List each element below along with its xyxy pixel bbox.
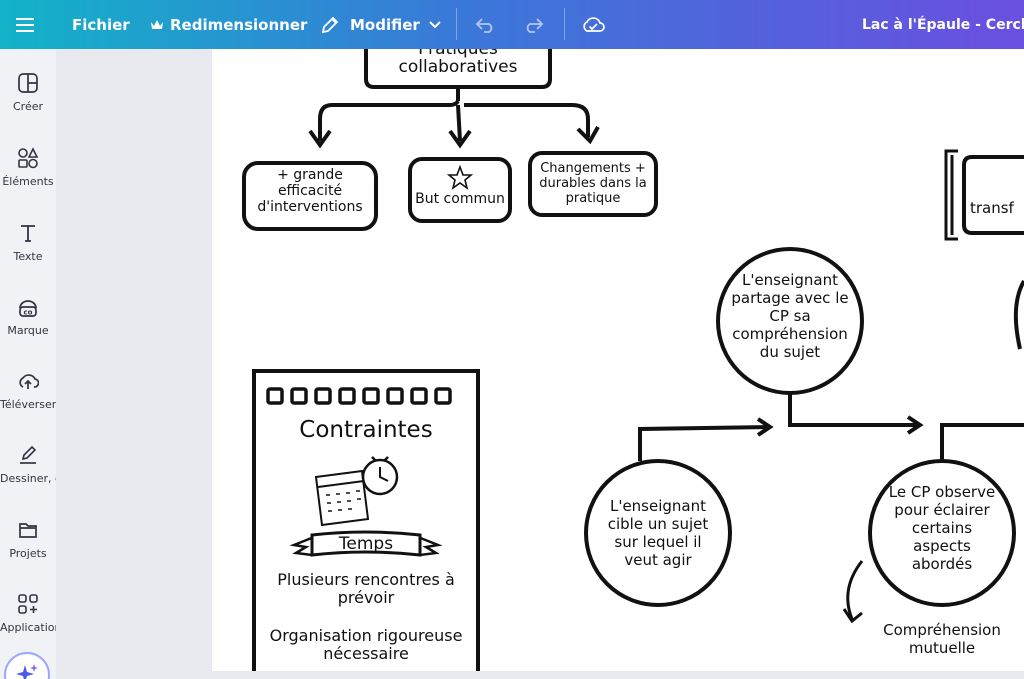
redo-button[interactable] xyxy=(522,0,544,49)
resize-button[interactable]: Redimensionner xyxy=(150,0,307,49)
constraints-banner-label[interactable]: Temps xyxy=(338,534,394,554)
top-box-label[interactable]: Pratiques collaboratives xyxy=(398,49,518,77)
edit-mode-button[interactable]: Modifier xyxy=(320,0,442,49)
brand-icon: co xyxy=(19,300,37,317)
crown-icon xyxy=(151,19,163,29)
sidebar-item-label: Dessiner, d... xyxy=(0,472,56,485)
sidebar-item-label: Marque xyxy=(7,324,49,337)
document-title[interactable]: Lac à l'Épaule - Cercle d xyxy=(862,16,1024,33)
menu-button[interactable] xyxy=(16,0,36,49)
toolbar-divider xyxy=(456,8,457,40)
sidebar-item-draw[interactable]: Dessiner, d... xyxy=(0,444,56,508)
circle-label[interactable]: Le CP observe pour éclairer certains asp… xyxy=(888,483,996,573)
upload-icon xyxy=(19,374,39,389)
save-status-button[interactable] xyxy=(581,0,605,49)
circle-label[interactable]: L'enseignant partage avec le CP sa compr… xyxy=(731,271,849,361)
constraints-line[interactable]: Organisation rigoureuse nécessaire xyxy=(269,626,463,664)
magic-assistant-button[interactable] xyxy=(4,652,50,679)
undo-icon xyxy=(475,17,493,33)
folder-icon xyxy=(19,523,37,538)
top-toolbar: Fichier Redimensionner Modifier Lac à l'… xyxy=(0,0,1024,49)
design-page[interactable]: Pratiques collaboratives + grande effica… xyxy=(212,49,1024,671)
branch-box-label[interactable]: + grande efficacité d'interventions xyxy=(257,167,363,216)
right-box-label[interactable]: transf xyxy=(970,199,1014,217)
sidebar-item-create[interactable]: Créer xyxy=(0,72,56,136)
svg-text:co: co xyxy=(24,309,33,317)
sidebar-item-projects[interactable]: Projets xyxy=(0,519,56,583)
editor-workspace: Pratiques collaboratives + grande effica… xyxy=(56,49,1024,679)
sidebar-item-label: Applications xyxy=(0,621,56,633)
sidebar-item-brand[interactable]: co Marque xyxy=(0,296,56,360)
elements-icon xyxy=(18,147,39,169)
sidebar-item-elements[interactable]: Éléments xyxy=(0,147,56,211)
pencil-icon xyxy=(321,16,339,33)
diagram-drawing xyxy=(242,49,1024,671)
chevron-down-icon xyxy=(429,20,441,28)
apps-icon xyxy=(18,594,38,614)
comprehension-label[interactable]: Compréhension mutuelle xyxy=(883,621,1001,657)
sidebar-item-label: Éléments xyxy=(2,175,54,188)
sidebar-item-apps[interactable]: Applications xyxy=(0,593,56,633)
sidebar-item-label: Créer xyxy=(12,100,44,113)
sidebar-item-label: Texte xyxy=(13,250,43,263)
circle-label[interactable]: L'enseignant cible un sujet sur lequel i… xyxy=(607,497,709,569)
constraints-line[interactable]: Plusieurs rencontres à prévoir xyxy=(277,570,455,608)
cloud-check-icon xyxy=(583,16,605,32)
sparkle-icon xyxy=(16,664,38,679)
calendar-clock-icon xyxy=(314,456,399,527)
workspace-bottom-edge xyxy=(56,671,1024,679)
sidebar-item-upload[interactable]: Téléverser xyxy=(0,370,56,434)
sidebar-item-label: Téléverser xyxy=(0,398,56,411)
create-icon xyxy=(18,73,38,93)
undo-button[interactable] xyxy=(475,0,497,49)
text-icon xyxy=(21,225,35,242)
redo-icon xyxy=(526,17,544,33)
draw-icon xyxy=(20,445,37,464)
hamburger-icon xyxy=(16,17,34,32)
toolbar-divider xyxy=(564,8,565,40)
sidebar-item-text[interactable]: Texte xyxy=(0,222,56,286)
branch-box-label[interactable]: But commun xyxy=(415,191,505,207)
sidebar-item-label: Projets xyxy=(9,547,47,560)
constraints-title[interactable]: Contraintes xyxy=(299,417,433,443)
file-menu-button[interactable]: Fichier xyxy=(72,15,130,34)
branch-box-label[interactable]: Changements + durables dans la pratique xyxy=(539,161,647,206)
left-sidebar: Créer Éléments Texte co Marque Téléverse… xyxy=(0,49,56,679)
